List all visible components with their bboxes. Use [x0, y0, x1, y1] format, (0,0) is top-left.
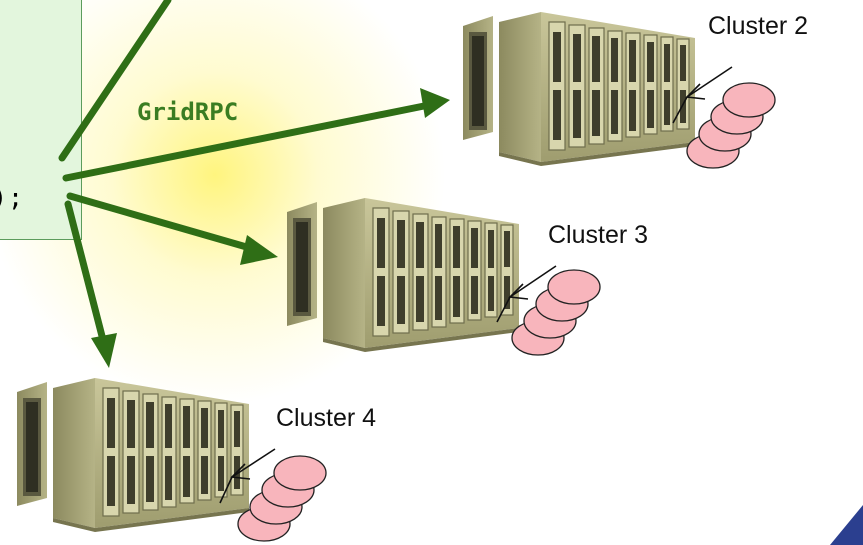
gridrpc-arrows: [58, 0, 428, 344]
cluster-3-queue-arrow-icon: [496, 265, 557, 323]
corner-accent: [830, 505, 863, 545]
arrowhead-cluster-3: [240, 235, 278, 265]
cluster-2-rack: [462, 11, 696, 167]
cluster-2-label: Cluster 2: [708, 12, 809, 40]
gridrpc-label: GridRPC: [137, 98, 239, 126]
cluster-4-queue-arrow-icon: [219, 448, 276, 504]
code-call-tail: );: [0, 183, 25, 212]
arrow-to-cluster-2: [62, 102, 428, 182]
arrowheads: [91, 88, 450, 368]
cluster-4-job-queue-icon: [237, 455, 327, 542]
cluster-3-rack: [286, 197, 520, 353]
cluster-2-queue-arrow-icon: [672, 66, 733, 124]
cluster-4-rack: [16, 377, 250, 533]
arrowhead-cluster-2: [420, 88, 450, 118]
arrow-to-cluster-4: [64, 200, 107, 344]
cluster-3-job-queue-icon: [511, 269, 601, 356]
cluster-3-label: Cluster 3: [548, 221, 649, 249]
cluster-4-label: Cluster 4: [276, 404, 377, 432]
arrow-to-cluster-3: [66, 192, 254, 252]
cluster-2-job-queue-icon: [686, 82, 776, 169]
arrow-to-cluster-1: [58, 0, 172, 162]
client-code-box: [0, 0, 82, 240]
arrowhead-cluster-4: [91, 333, 117, 368]
